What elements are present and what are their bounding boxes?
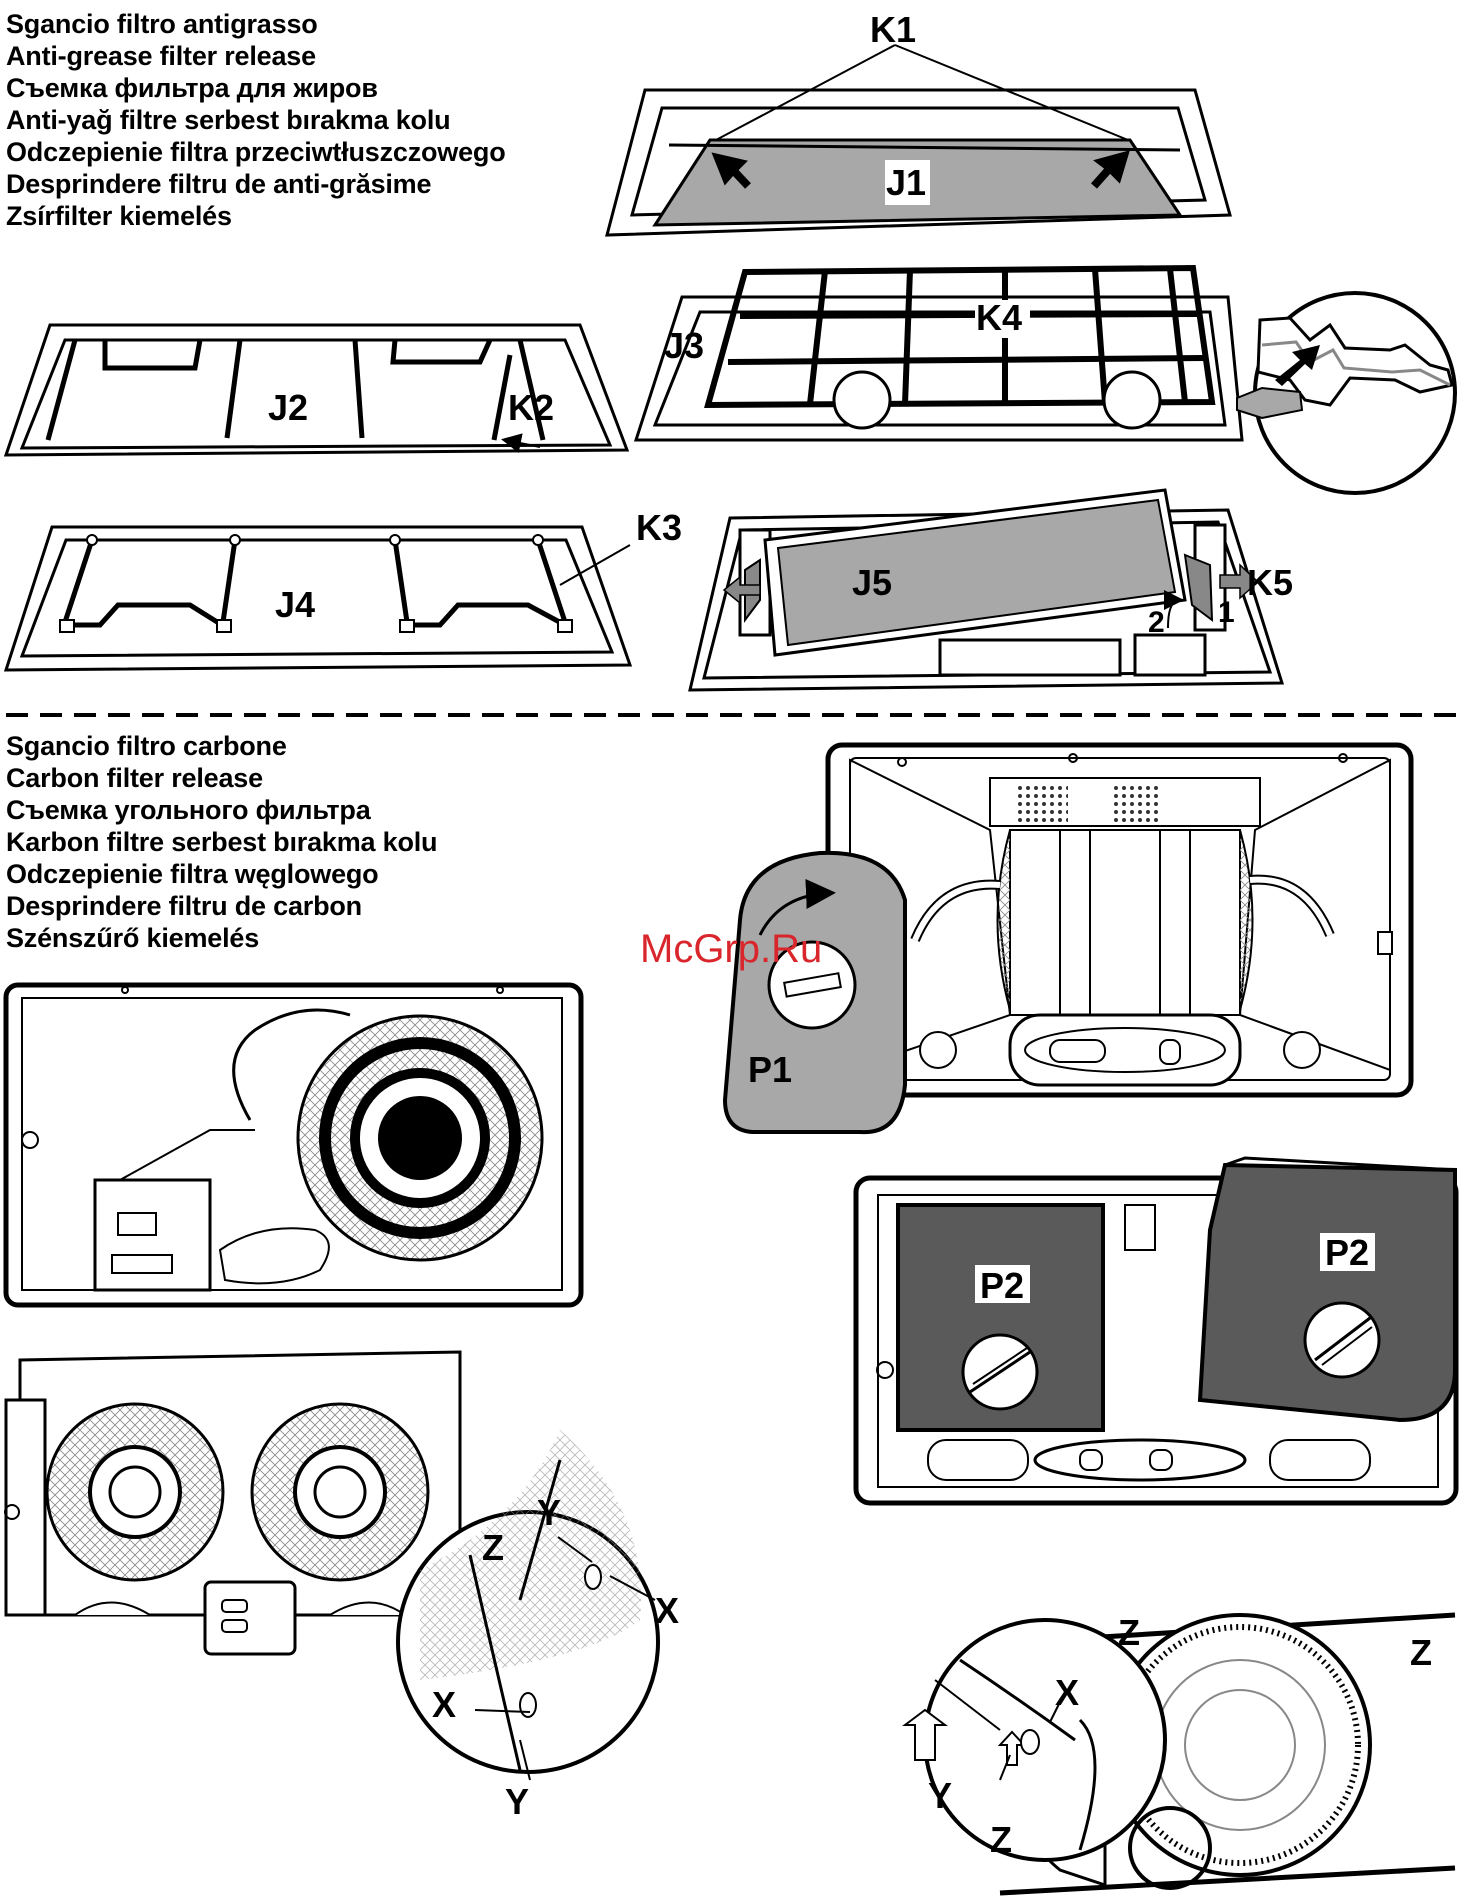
hood-twin-motor: [4, 1350, 462, 1656]
panel-j2: [3, 323, 630, 457]
caption-line: Zsírfilter kiemelés: [6, 201, 232, 231]
label-k3: K3: [636, 507, 682, 548]
label-j1: J1: [886, 162, 926, 203]
caption-line: Anti-grease filter release: [6, 41, 316, 71]
arrow-icon: [1091, 150, 1130, 189]
caption-line: Odczepienie filtra przeciwtłuszczowego: [6, 137, 506, 167]
hood-p2: [853, 1156, 1459, 1506]
label-j5: J5: [852, 562, 892, 603]
label-j4: J4: [275, 584, 315, 625]
grease-filter-captions: Sgancio filtro antigrasso Anti-grease fi…: [6, 8, 506, 232]
zoom-circle-xyz: [396, 1430, 660, 1781]
label-y: Y: [505, 1781, 529, 1822]
watermark: McGrp.Ru: [640, 927, 822, 971]
label-j2: J2: [268, 387, 308, 428]
caption-line: Desprindere filtru de anti-grăsime: [6, 169, 432, 199]
hood-single-motor: [3, 982, 584, 1308]
hood-p1: [825, 742, 1414, 1098]
curved-arrow: [1163, 590, 1184, 629]
label-z: Z: [1118, 1612, 1140, 1653]
label-bg: [975, 1265, 1030, 1303]
carbon-filter-captions: Sgancio filtro carbone Carbon filter rel…: [6, 730, 438, 954]
caption-line: Съемка угольного фильтра: [6, 795, 371, 825]
cylinder-filter-detail: [902, 1612, 1456, 1896]
zoom-circle-k4: [1236, 291, 1457, 495]
label-bg: [885, 160, 930, 205]
label-z: Z: [1410, 1632, 1432, 1673]
label-j3: J3: [664, 325, 704, 366]
k1-pointer-lines: [715, 44, 1129, 141]
caption-line: Anti-yağ filtre serbest bırakma kolu: [6, 105, 451, 135]
k3-pointer-line: [559, 544, 631, 586]
label-y: Y: [537, 1492, 561, 1533]
caption-line: Odczepienie filtra węglowego: [6, 859, 379, 889]
label-step-2: 2: [1148, 606, 1165, 639]
carbon-filter-p1: [722, 850, 907, 1135]
clip-detail-circle: [1102, 370, 1162, 430]
label-y: Y: [928, 1775, 952, 1816]
k2-arrow: [501, 433, 541, 453]
caption-line: Sgancio filtro carbone: [6, 731, 287, 761]
label-k5: K5: [1247, 562, 1293, 603]
label-k1: K1: [870, 9, 916, 50]
caption-line: Carbon filter release: [6, 763, 263, 793]
label-x: X: [432, 1684, 456, 1725]
label-p2-right: P2: [1325, 1232, 1369, 1273]
caption-line: Desprindere filtru de carbon: [6, 891, 362, 921]
label-step-1: 1: [1218, 596, 1235, 629]
label-k2: K2: [508, 387, 554, 428]
caption-line: Sgancio filtro antigrasso: [6, 9, 318, 39]
label-x: X: [655, 1590, 679, 1631]
arrow-icon: [1219, 563, 1260, 600]
label-p1: P1: [748, 1049, 792, 1090]
arrow-icon: [722, 575, 761, 605]
label-p2-left: P2: [980, 1265, 1024, 1306]
label-bg: [975, 300, 1030, 338]
label-z: Z: [482, 1527, 504, 1568]
panel-j4: [3, 525, 633, 672]
label-x: X: [1055, 1672, 1079, 1713]
caption-line: Szénszűrő kiemelés: [6, 923, 260, 953]
latch-right: [1183, 553, 1214, 623]
label-k4: K4: [976, 297, 1022, 338]
arrow-icon: [711, 152, 751, 189]
caption-line: Съемка фильтра для жиров: [6, 73, 378, 103]
label-z: Z: [990, 1819, 1012, 1860]
label-bg: [1320, 1233, 1375, 1271]
caption-line: Karbon filtre serbest bırakma kolu: [6, 827, 438, 857]
clip-detail-circle: [832, 370, 892, 430]
